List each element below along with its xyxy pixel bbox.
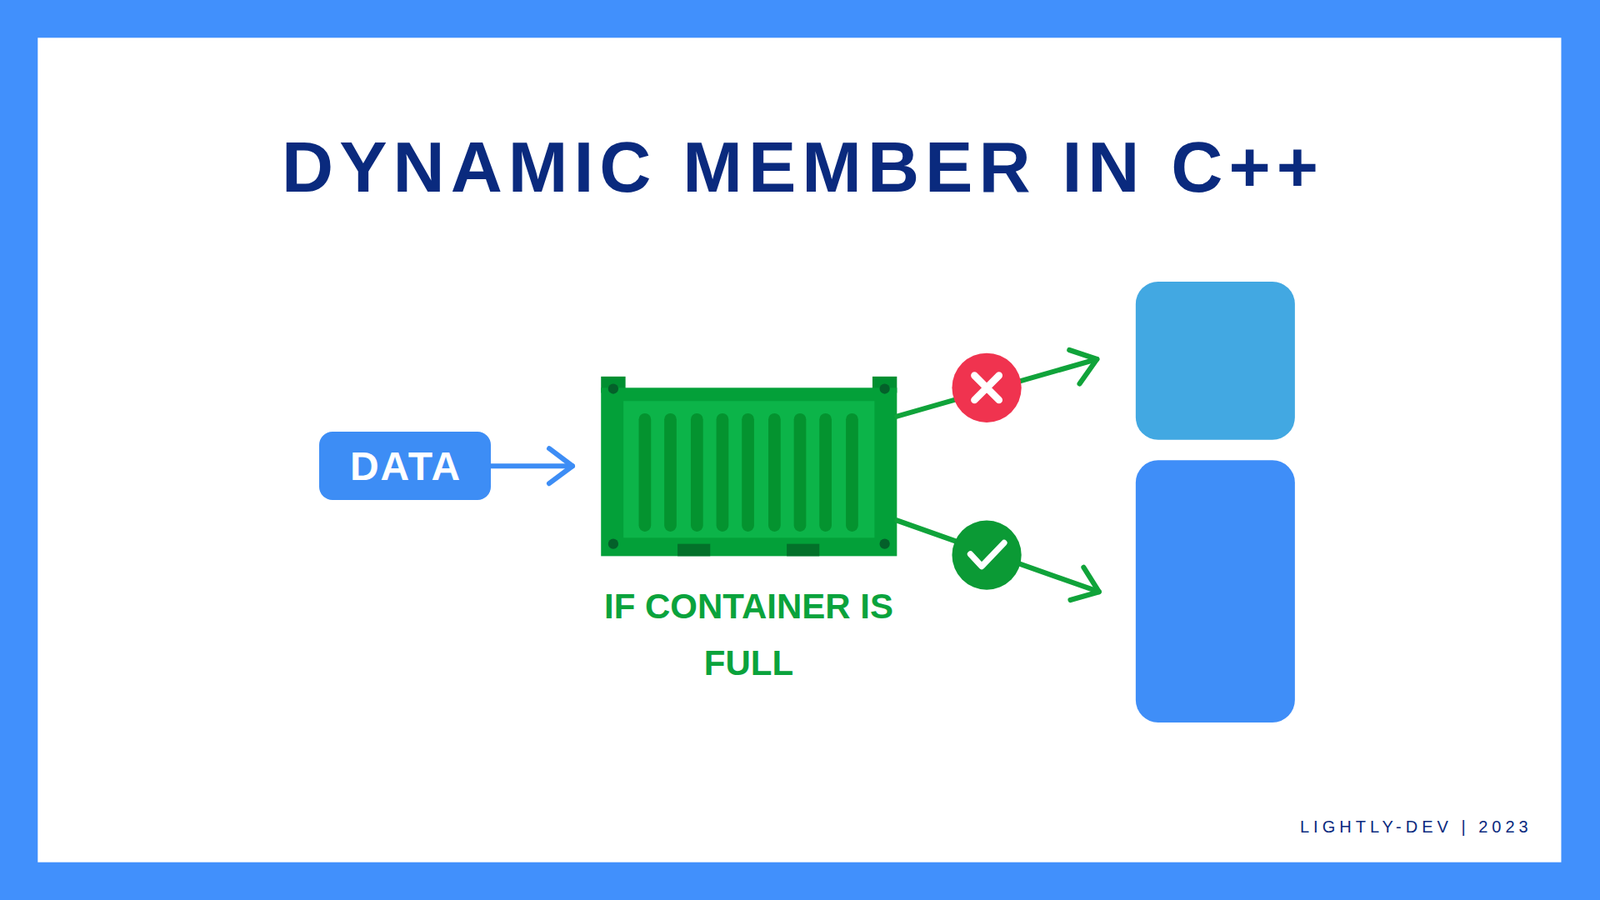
- container-illustration: [600, 376, 897, 557]
- arrow-line: [896, 520, 1099, 592]
- cross-stroke: [974, 375, 999, 400]
- container-rib: [794, 413, 807, 532]
- container-foot: [786, 544, 820, 557]
- container-rib: [664, 413, 677, 532]
- container-rib: [845, 413, 859, 532]
- outcome-arrows: [896, 350, 1099, 600]
- footer-label: LIGHTLY-DEV | 2023: [1300, 815, 1533, 838]
- title: DYNAMIC MEMBER IN C++: [0, 125, 1600, 209]
- container-rib: [639, 413, 652, 532]
- large-block: [1135, 460, 1295, 723]
- check-badge: [951, 520, 1021, 590]
- node-text: IF CONTAINER IS FULL: [600, 578, 897, 692]
- container-rib: [716, 413, 730, 532]
- bolt: [608, 383, 619, 394]
- cross-badge: [951, 353, 1021, 423]
- bolt: [880, 539, 890, 550]
- container-rib: [690, 413, 704, 532]
- container-rib: [741, 413, 755, 532]
- check-mark: [970, 542, 1004, 566]
- connector-line: [490, 463, 573, 469]
- container-panel: [623, 400, 875, 538]
- bolt: [608, 539, 619, 550]
- container-body: [600, 387, 897, 556]
- container-node: IF CONTAINER IS FULL: [600, 376, 897, 556]
- data-box: DATA: [319, 431, 491, 500]
- container-rib: [819, 413, 832, 532]
- bolt: [880, 383, 890, 394]
- cross-mark: [974, 375, 999, 400]
- connector: [490, 448, 573, 484]
- arrow-head: [1070, 567, 1099, 600]
- arrow-head: [1069, 350, 1097, 384]
- small-block: [1135, 281, 1295, 440]
- arrow-head: [549, 448, 573, 484]
- container-rib: [768, 413, 781, 532]
- node-text: DATA: [348, 443, 462, 490]
- container-foot: [677, 544, 710, 557]
- cross-stroke: [974, 375, 999, 400]
